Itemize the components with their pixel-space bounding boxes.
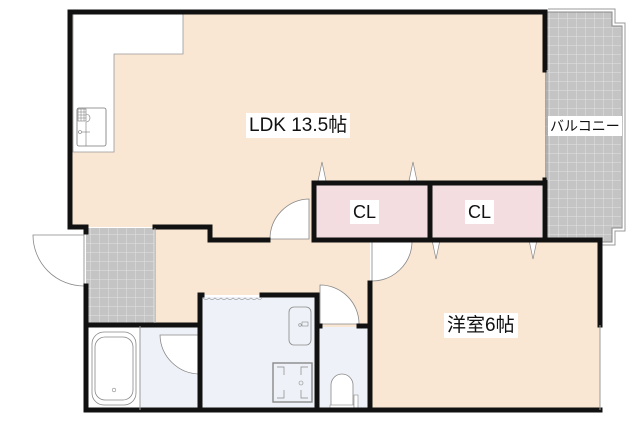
western-room-label: 洋室6帖 — [444, 313, 518, 338]
hallway — [155, 227, 370, 410]
door-swings — [32, 198, 413, 375]
thin-lines — [139, 70, 601, 410]
closet-1-label: CL — [350, 200, 380, 224]
washroom — [202, 297, 315, 410]
balcony-label: バルコニー — [548, 116, 622, 136]
kitchen-sink-icon — [76, 107, 107, 147]
walls — [67, 9, 603, 413]
bathtub-icon — [91, 331, 137, 406]
washing-machine-pan-icon — [272, 362, 313, 403]
washroom-door — [159, 334, 201, 375]
entrance-door — [32, 234, 85, 287]
entrance — [86, 228, 154, 323]
western-room-door — [371, 241, 413, 282]
washbasin-icon — [288, 306, 312, 346]
ldk-label: LDK 13.5帖 — [246, 113, 351, 138]
closet-2-label: CL — [465, 200, 495, 224]
toilet-room — [318, 327, 370, 411]
